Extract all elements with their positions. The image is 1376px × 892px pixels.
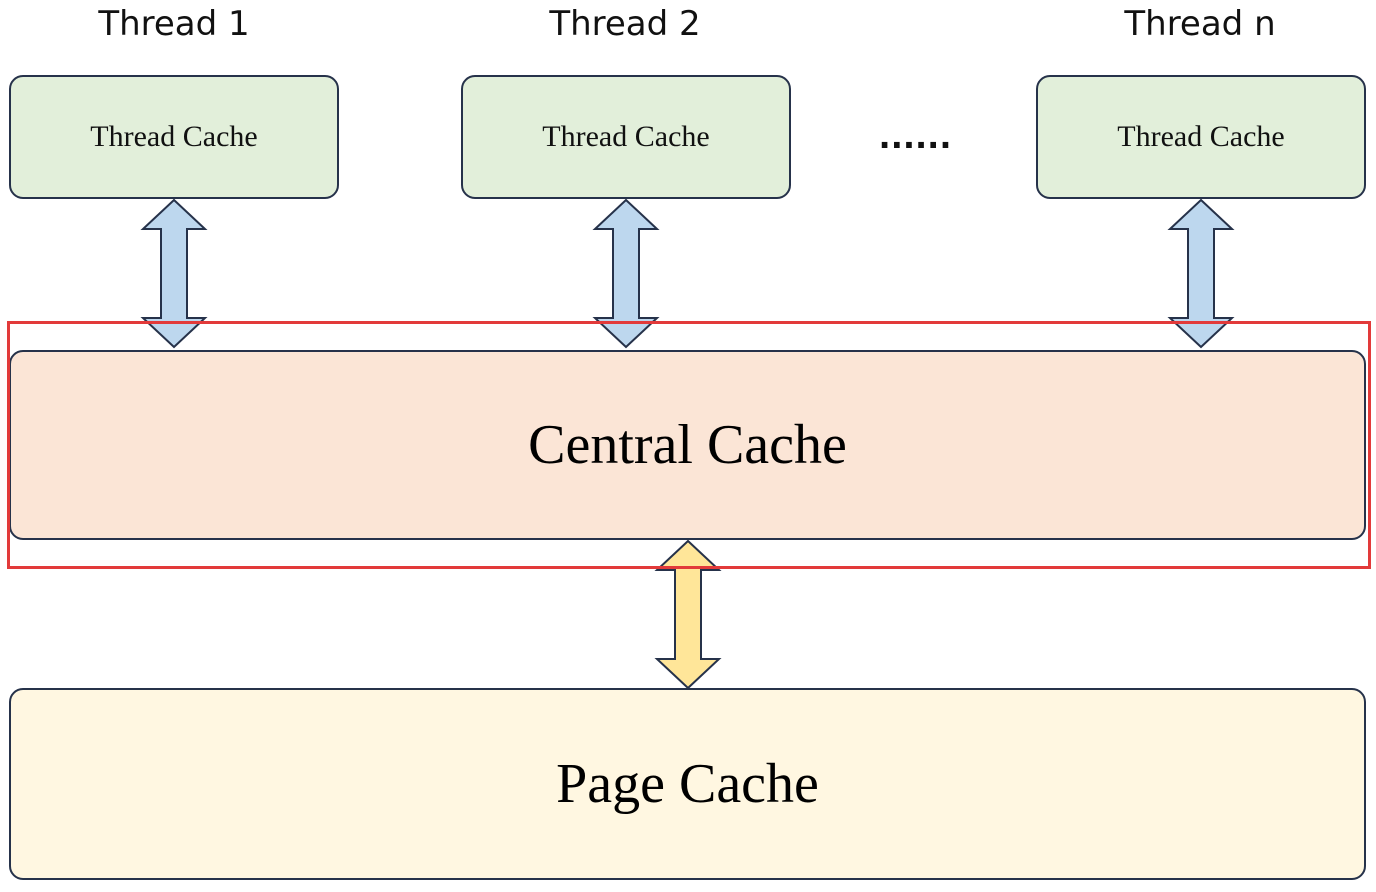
thread-2-label: Thread 2 xyxy=(549,4,701,44)
thread-1-label: Thread 1 xyxy=(98,4,250,44)
double-arrow-icon-thread-2 xyxy=(592,198,660,349)
thread-cache-1: Thread Cache xyxy=(9,75,339,199)
double-arrow-icon-thread-1 xyxy=(140,198,208,349)
thread-cache-2-label: Thread Cache xyxy=(542,120,710,153)
page-cache-box: Page Cache xyxy=(9,688,1366,880)
thread-n-label: Thread n xyxy=(1124,4,1276,44)
central-cache-box: Central Cache xyxy=(9,350,1366,540)
page-cache-label: Page Cache xyxy=(556,753,819,815)
thread-cache-n: Thread Cache xyxy=(1036,75,1366,199)
central-cache-label: Central Cache xyxy=(528,414,847,476)
thread-cache-n-label: Thread Cache xyxy=(1117,120,1285,153)
double-arrow-icon-page xyxy=(654,539,722,690)
ellipsis: ...... xyxy=(878,118,952,156)
thread-cache-2: Thread Cache xyxy=(461,75,791,199)
thread-cache-1-label: Thread Cache xyxy=(90,120,258,153)
double-arrow-icon-thread-n xyxy=(1167,198,1235,349)
